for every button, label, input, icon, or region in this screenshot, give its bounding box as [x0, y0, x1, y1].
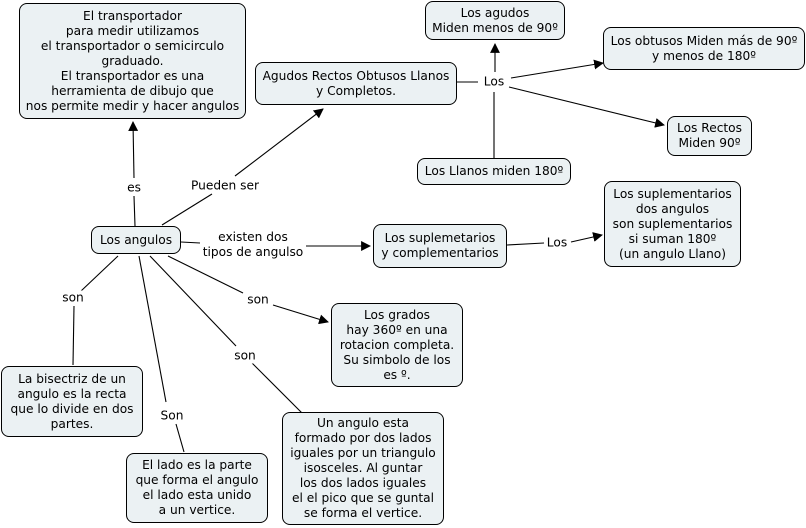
link-label-existen: existen dos tipos de angulso [200, 230, 306, 260]
node-los-angulos[interactable]: Los angulos [91, 226, 181, 254]
node-bisectriz[interactable]: La bisectriz de un angulo es la recta qu… [1, 366, 143, 437]
edge-songrados-grados [272, 304, 329, 325]
edge-angulos-sonlado [138, 255, 167, 403]
node-transportador[interactable]: El transportador para medir utilizamos e… [19, 3, 246, 119]
edge-angulos-es [133, 195, 136, 227]
edge-pueden-tipos [234, 108, 324, 177]
edge-sonvertice-vertice [251, 362, 303, 414]
node-vertice[interactable]: Un angulo esta formado por dos lados igu… [282, 412, 444, 525]
edge-angulos-sonvertice [149, 255, 237, 347]
edge-los-obtusos [510, 59, 604, 79]
node-grados[interactable]: Los grados hay 360º en una rotacion comp… [331, 303, 463, 387]
edge-sonlado-lado [175, 423, 185, 453]
edge-supcomp-los [506, 242, 545, 246]
node-rectos[interactable]: Los Rectos Miden 90º [667, 116, 752, 156]
node-sup-comp[interactable]: Los suplemetarios y complementarios [373, 224, 507, 268]
link-label-los-tipos: Los [481, 74, 507, 90]
link-label-pueden-ser: Pueden ser [188, 178, 262, 194]
link-label-son-vertice: son [232, 348, 258, 364]
node-llanos[interactable]: Los Llanos miden 180º [417, 158, 571, 185]
edge-angulos-sonbisectriz [80, 255, 119, 292]
link-label-son-lado: Son [158, 408, 186, 424]
node-lado[interactable]: El lado es la parte que forma el angulo … [126, 453, 268, 523]
link-label-es: es [125, 180, 143, 196]
node-suplementarios[interactable]: Los suplementarios dos angulos son suple… [604, 181, 741, 267]
link-label-son-bisectriz: son [60, 290, 86, 306]
edge-los-suplementarios [570, 232, 603, 243]
edge-los-rectos [508, 86, 665, 128]
link-label-son-grados: son [245, 292, 271, 308]
link-label-los-sup: Los [544, 235, 570, 251]
edge-sonbisectriz-bisectriz [72, 305, 75, 366]
node-obtusos[interactable]: Los obtusos Miden más de 90º y menos de … [603, 27, 805, 70]
edge-angulos-existen [180, 241, 201, 244]
node-agudos[interactable]: Los agudos Miden menos de 90º [425, 1, 565, 40]
edge-angulos-pueden [161, 193, 213, 226]
node-tipos-lista[interactable]: Agudos Rectos Obtusos Llanos y Completos… [255, 62, 457, 105]
edge-es-transportador [128, 121, 139, 179]
edge-angulos-songrados [167, 255, 244, 294]
